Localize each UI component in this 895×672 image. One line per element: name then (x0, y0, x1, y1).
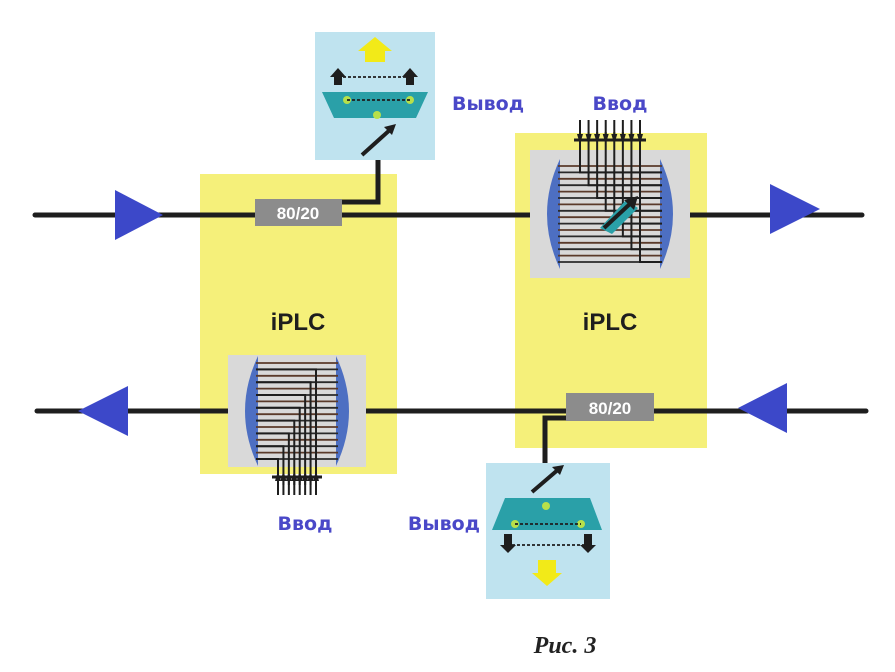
splitter-bottom (566, 393, 654, 421)
amplifier-bottom-right-icon (738, 383, 787, 433)
add-label-left: Ввод (278, 513, 333, 535)
figure-caption: Рис. 3 (533, 633, 597, 659)
lens-right (660, 159, 673, 269)
tunable-filter-bottom (492, 498, 602, 530)
wss-port-line (256, 394, 307, 485)
drop-module-bottom (486, 463, 610, 599)
drop-label-top: Вывод (452, 93, 524, 115)
arrow-down-yellow-icon (532, 560, 562, 586)
wss-add-module-left (228, 355, 366, 495)
drop-module-top (315, 32, 435, 160)
splitter-top (255, 199, 342, 226)
wss-port-line (256, 432, 290, 485)
lens-left (547, 159, 560, 269)
arrow-up-yellow-icon (358, 37, 392, 62)
wss-add-module-right (530, 120, 690, 278)
tunable-arrow-icon (602, 200, 634, 230)
wss-port-line (639, 132, 662, 263)
lens-right (336, 356, 349, 466)
wss-port-line (256, 419, 296, 485)
wss-port-line (604, 132, 662, 212)
splitter-bottom-label: 80/20 (589, 399, 632, 418)
drop-label-bottom: Вывод (408, 513, 480, 535)
lens-left (245, 356, 258, 466)
amplifier-top-right-icon (770, 184, 820, 234)
wss-port-line (256, 381, 312, 485)
amplifier-top-left-icon (115, 190, 163, 240)
tunable-arrowhead (624, 196, 638, 210)
tunable-arrow-bottom-icon (530, 466, 562, 494)
add-label-right: Ввод (593, 93, 648, 115)
splitter-top-label: 80/20 (277, 204, 320, 223)
wss-port-line (256, 406, 301, 485)
wss-port-line (630, 132, 662, 251)
wss-port-line (621, 132, 662, 238)
wss-port-line (256, 368, 317, 485)
tunable-arrow-top-icon (360, 126, 394, 157)
iplc-left-label: iPLC (271, 309, 326, 336)
wss-port-line (587, 132, 662, 187)
amplifier-bottom-left-icon (78, 386, 128, 436)
wss-port-line (579, 132, 662, 174)
iplc-right-label: iPLC (583, 309, 638, 336)
